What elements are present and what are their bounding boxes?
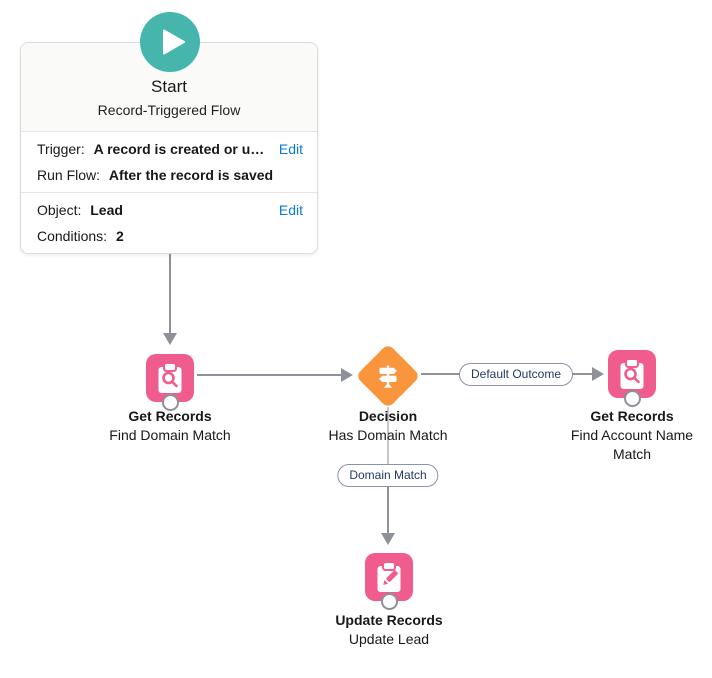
start-trigger-section: Trigger: A record is created or u… Run F… [21,132,317,193]
connector-domain-pill-to-update [387,484,389,533]
start-node-title: Start [151,77,187,96]
domain-match-pill[interactable]: Domain Match [337,464,439,487]
get-records-1-title: Get Records [128,408,212,424]
object-label: Object: [37,202,82,218]
connector-handle-dot[interactable] [624,390,641,407]
conditions-label: Conditions: [37,228,108,244]
object-value: Lead [90,202,123,218]
run-flow-label: Run Flow: [37,167,101,183]
start-object-section: Object: Lead Conditions: 2 Edit [21,193,317,253]
connector-handle-dot[interactable] [162,394,179,411]
arrowhead-down-icon [381,533,395,545]
update-records-icon [377,561,401,592]
get-records-icon [620,358,644,389]
object-row: Object: Lead [37,197,301,223]
connector-start-to-get-records [169,245,171,333]
start-node-subtitle: Record-Triggered Flow [97,102,241,118]
update-records-subtitle: Update Lead [348,631,430,647]
trigger-label: Trigger: [37,141,85,157]
get-records-2-subtitle: Find Account Name Match [570,427,694,462]
start-node-card[interactable]: Start Record-Triggered Flow Trigger: A r… [20,42,318,254]
decision-signpost-icon [374,362,402,390]
connector-get-records-to-decision [197,374,341,376]
get-records-icon [158,362,182,393]
get-records-1-subtitle: Find Domain Match [109,427,231,443]
start-play-icon[interactable] [140,12,200,72]
conditions-value: 2 [115,228,124,244]
connector-decision-to-domain-pill [387,407,389,464]
arrowhead-right-icon [592,367,604,381]
edit-trigger-link[interactable]: Edit [278,141,303,157]
arrowhead-down-icon [163,333,177,345]
get-records-2-title: Get Records [590,408,674,424]
connector-handle-dot[interactable] [381,593,398,610]
arrowhead-right-icon [341,368,353,382]
update-records-node[interactable] [365,553,413,601]
run-flow-row: Run Flow: After the record is saved [37,162,301,188]
decision-subtitle: Has Domain Match [328,427,448,443]
get-records-node-find-domain[interactable] [146,354,194,402]
trigger-value: A record is created or u… [93,141,265,157]
conditions-row: Conditions: 2 [37,223,301,249]
trigger-row: Trigger: A record is created or u… [37,136,301,162]
run-flow-value: After the record is saved [108,167,274,183]
default-outcome-pill[interactable]: Default Outcome [458,363,574,386]
decision-title: Decision [358,408,418,424]
edit-object-link[interactable]: Edit [278,202,303,218]
update-records-title: Update Records [335,612,443,628]
